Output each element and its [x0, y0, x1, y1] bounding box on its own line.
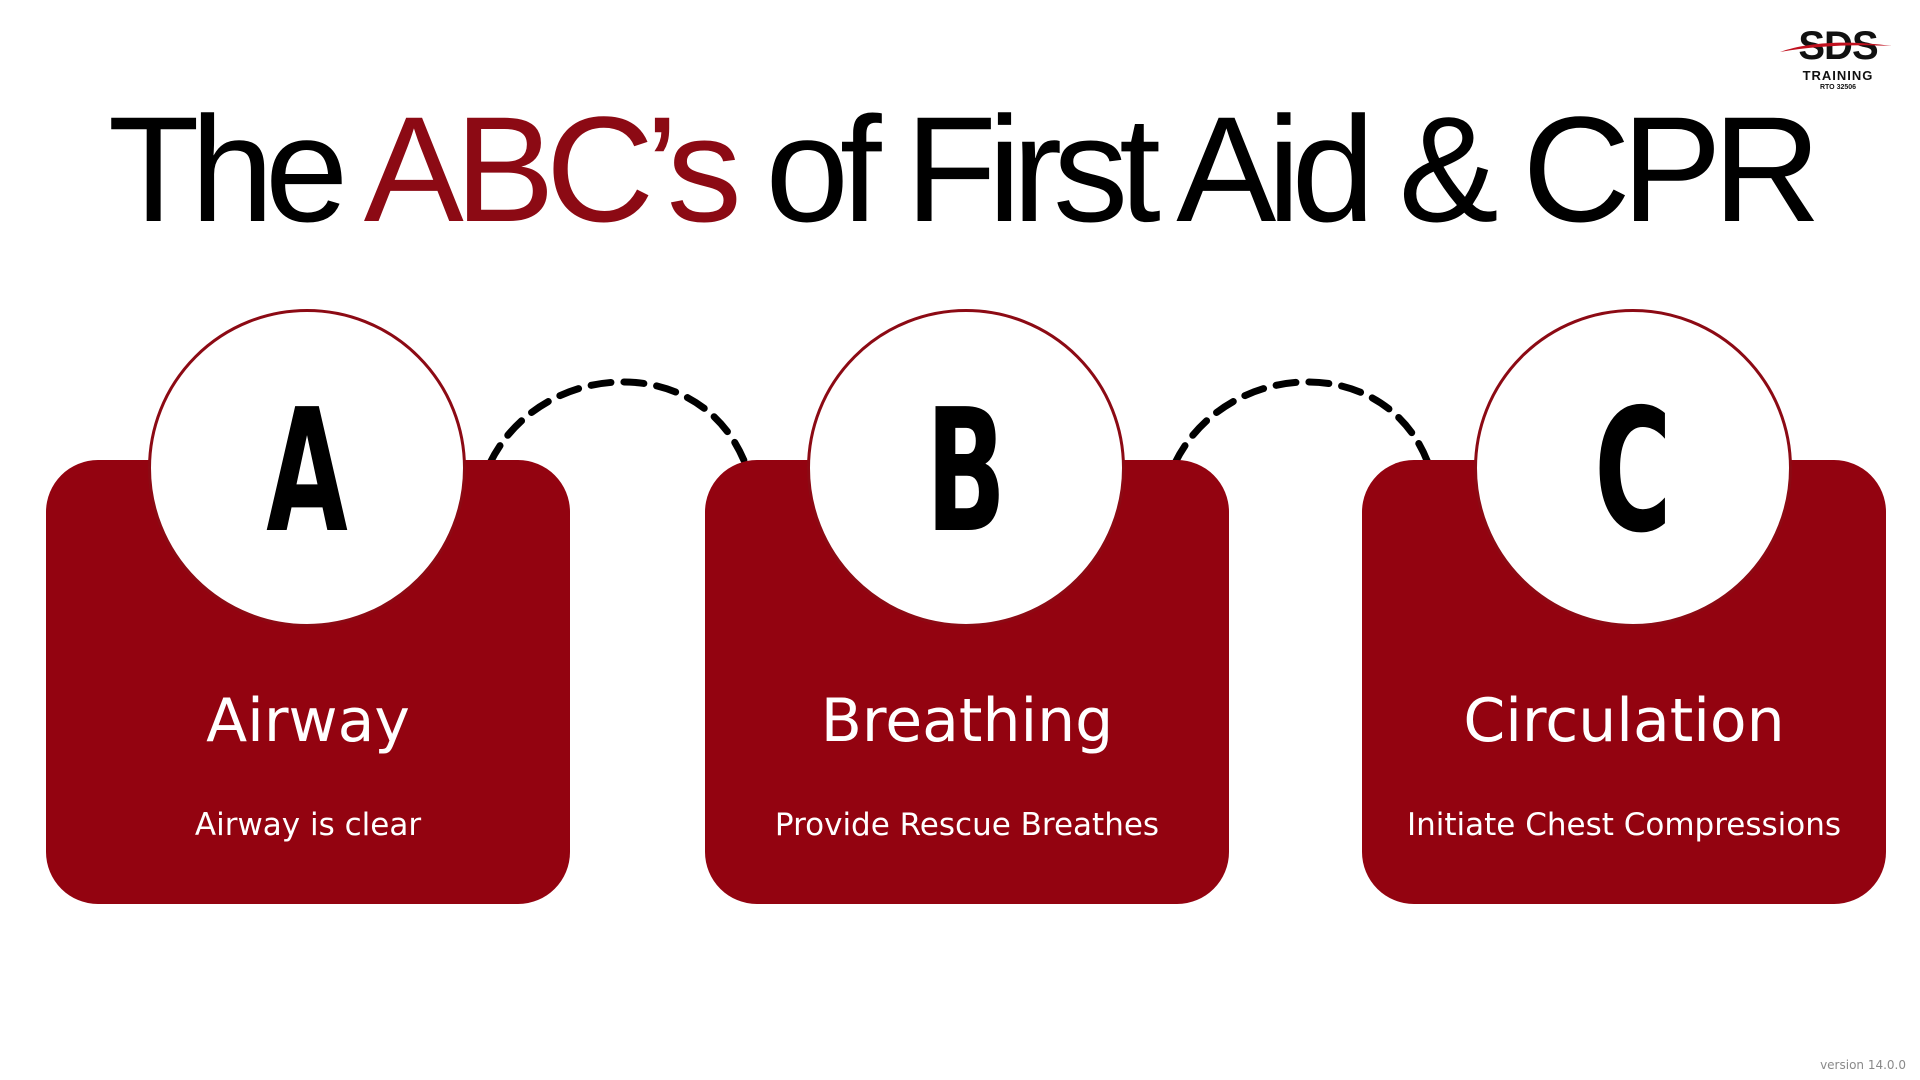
- step-card-breathing: Breathing Provide Rescue Breathes: [705, 460, 1229, 904]
- dashed-connector-b-c: [1171, 378, 1432, 467]
- logo-subtitle: TRAINING: [1802, 68, 1874, 83]
- title-suffix: of First Aid & CPR: [732, 85, 1821, 253]
- logo-rto-number: RTO 32506: [1819, 84, 1857, 91]
- step-letter: A: [266, 373, 348, 571]
- step-description: Provide Rescue Breathes: [774, 807, 1160, 843]
- logo-swoosh-icon: [1780, 42, 1892, 52]
- step-letter: B: [925, 373, 1007, 571]
- step-title: Circulation: [1463, 686, 1785, 756]
- title-prefix: The: [107, 85, 364, 253]
- page-title: The ABC’s of First Aid & CPR: [0, 84, 1920, 254]
- step-letter-circle-b: B: [807, 309, 1125, 627]
- dashed-connector-a-b: [486, 378, 749, 467]
- step-letter-circle-c: C: [1474, 309, 1792, 627]
- sds-training-logo: SDS TRAINING RTO 32506: [1776, 24, 1896, 94]
- step-title: Breathing: [820, 686, 1114, 756]
- step-description: Airway is clear: [194, 807, 422, 843]
- step-letter-circle-a: A: [148, 309, 466, 627]
- step-letter: C: [1594, 373, 1672, 571]
- step-title: Airway: [206, 686, 410, 756]
- title-accent: ABC’s: [363, 85, 742, 253]
- version-label: version 14.0.0: [1820, 1058, 1906, 1072]
- step-description: Initiate Chest Compressions: [1406, 807, 1842, 843]
